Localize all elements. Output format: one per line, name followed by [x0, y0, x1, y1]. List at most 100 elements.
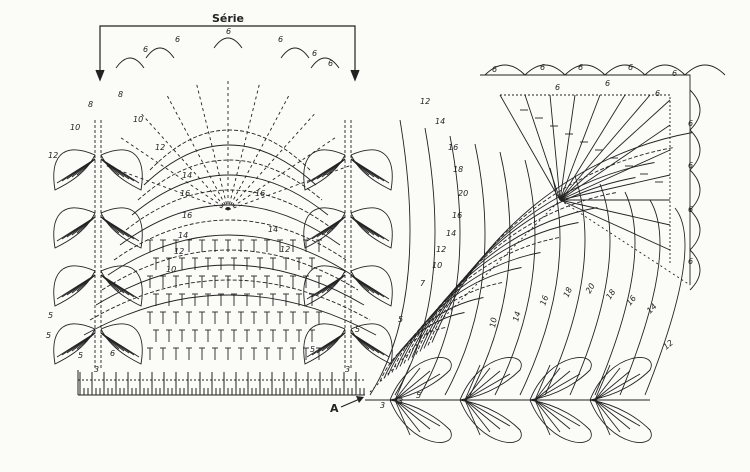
- square-picot: [484, 64, 526, 76]
- square-border-motif: [480, 64, 726, 291]
- branch-vein: [394, 399, 441, 427]
- leaf-vein: [100, 274, 120, 292]
- branch-vein: [464, 399, 511, 427]
- square-spoke: [559, 174, 671, 201]
- branch-leaf: [389, 399, 452, 443]
- right-corner-fan: [369, 119, 693, 396]
- branch-vein: [394, 367, 421, 401]
- arc-count: 6: [578, 63, 583, 72]
- branch-leaf: [389, 357, 452, 401]
- branch-vein: [394, 370, 431, 401]
- fan-row: [113, 219, 347, 261]
- arc-count: 6: [540, 63, 545, 72]
- branch-vein: [464, 364, 481, 401]
- row-count: 16: [452, 211, 462, 220]
- branch-vein: [394, 399, 411, 436]
- branch-vein: [594, 367, 621, 401]
- row-count: 12: [155, 143, 165, 152]
- branch-vein: [534, 399, 571, 430]
- square-spoke: [524, 94, 561, 201]
- row-count: 10: [133, 115, 143, 124]
- row-count: 5: [355, 325, 360, 334]
- square-spoke: [549, 94, 561, 201]
- square-picot: [564, 64, 606, 76]
- fan-arc: [431, 132, 693, 343]
- fan-row: [131, 174, 329, 216]
- start-marker: A: [330, 396, 364, 415]
- start-marker-label: A: [330, 402, 339, 415]
- fan-arc: [423, 162, 655, 349]
- fan-curve: [469, 151, 511, 396]
- fan-arc: [419, 177, 636, 352]
- leaf-columns: [53, 120, 393, 370]
- arc-count: 6: [143, 45, 148, 54]
- branch-vein: [394, 399, 431, 430]
- arc-count: 6: [688, 205, 693, 214]
- fan-arc: [411, 207, 598, 358]
- leaf-vein: [350, 332, 370, 350]
- fan-row: [83, 294, 377, 336]
- row-count: 16: [448, 143, 458, 152]
- branch-vein: [594, 373, 641, 401]
- square-picot: [689, 129, 701, 171]
- row-count: 18: [453, 165, 463, 174]
- leaf-vein: [76, 274, 96, 292]
- left-row-labels: 8 8 10 10 12 12 14 16 16 16 14 14 12 12 …: [46, 90, 360, 374]
- row-count: 8: [88, 100, 93, 109]
- fan-count: 14: [511, 310, 522, 322]
- fan-curve: [644, 207, 686, 396]
- square-picot: [689, 209, 701, 251]
- row-count: 5: [78, 351, 83, 360]
- branch-leaf: [589, 357, 652, 401]
- leaf: [350, 207, 393, 249]
- branch-vein: [464, 399, 491, 433]
- diagonal-chain: [369, 199, 561, 393]
- fan-spoke: [227, 113, 316, 211]
- diagonal-chain: [559, 199, 691, 286]
- row-count: 12: [280, 245, 290, 254]
- leaf: [100, 323, 143, 365]
- fan-row: [101, 249, 359, 291]
- arc-count: 6: [328, 59, 333, 68]
- row-count: 3: [345, 365, 350, 374]
- fan-arc: [387, 297, 484, 376]
- branch-vein: [594, 399, 611, 436]
- square-picot: [689, 249, 701, 291]
- leaf: [100, 265, 143, 307]
- fan-spoke: [227, 136, 337, 211]
- leaf-vein: [100, 332, 120, 350]
- row-count: 12: [48, 151, 58, 160]
- arc-count: 6: [555, 83, 560, 92]
- row-count: 5: [46, 331, 51, 340]
- fan-spoke: [196, 83, 229, 211]
- picot-arc: [115, 57, 145, 69]
- arc-count: 6: [655, 89, 660, 98]
- row-count: 10: [166, 265, 176, 274]
- branch-vein: [534, 367, 561, 401]
- row-count: 10: [70, 123, 80, 132]
- row-count: 12: [436, 245, 446, 254]
- left-fan-pattern: [83, 37, 377, 336]
- fan-curve: [544, 175, 586, 396]
- left-arc-labels: 6 6 6 6 6 6: [143, 27, 333, 68]
- fan-row: [143, 144, 317, 186]
- left-mesh-grid: [147, 239, 322, 360]
- leaf-vein: [326, 332, 346, 350]
- branch-vein: [534, 373, 581, 401]
- bottom-counts: 3 3 5: [380, 391, 421, 410]
- leaf-vein: [100, 216, 120, 234]
- arc-count: 6: [278, 35, 283, 44]
- leaf: [53, 207, 96, 249]
- arc-count: 6: [672, 69, 677, 78]
- fan-curve: [594, 191, 636, 396]
- fan-curve: [569, 183, 611, 396]
- row-count: 16: [180, 189, 190, 198]
- picot-arc: [310, 57, 340, 69]
- square-spoke: [559, 199, 671, 226]
- leaf-vein: [350, 274, 370, 292]
- fan-row: [125, 189, 335, 231]
- row-count: 10: [432, 261, 442, 270]
- left-base-chain: [77, 370, 365, 396]
